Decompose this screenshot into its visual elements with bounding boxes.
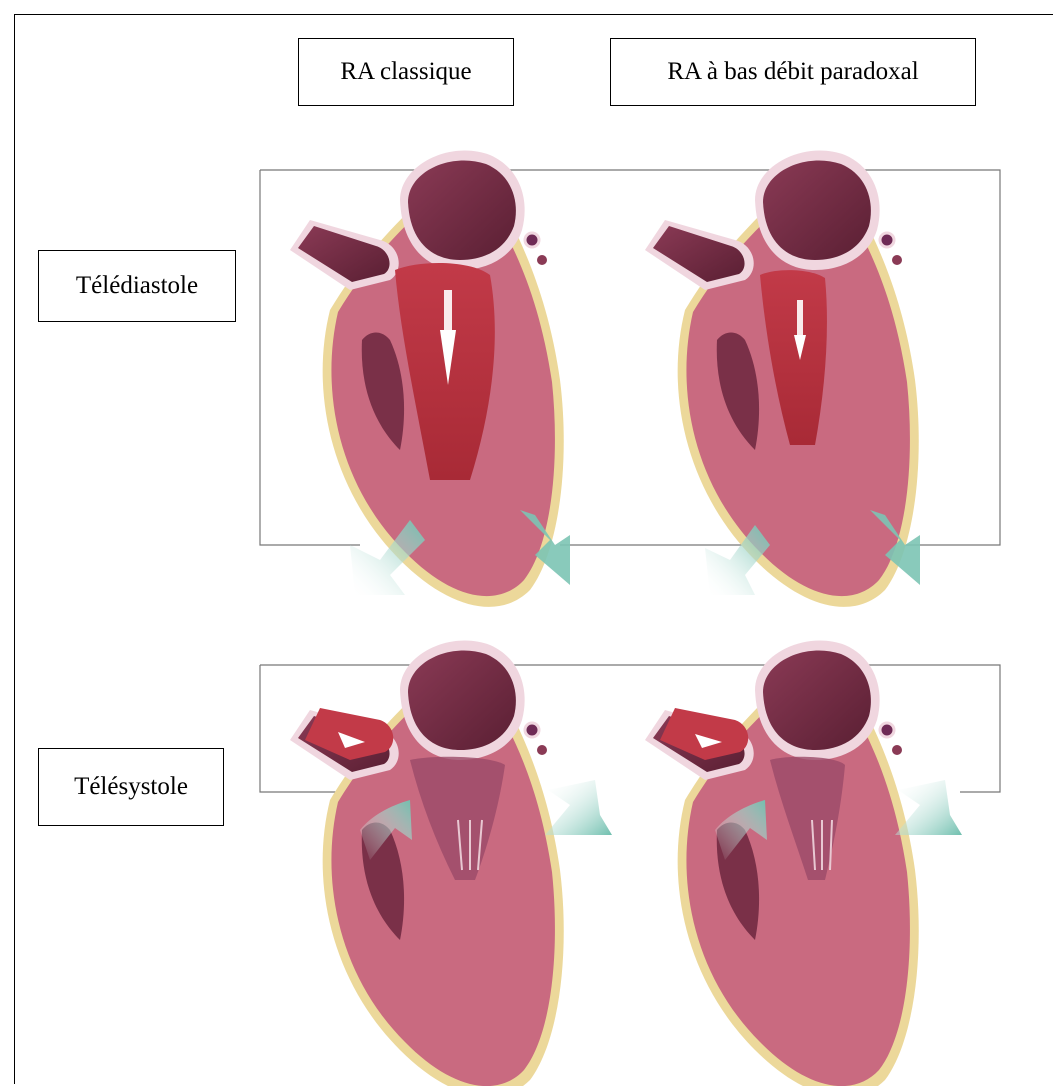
heart-paradoxical-systole — [645, 641, 962, 1086]
contraction-arrow-icon — [895, 780, 962, 835]
contraction-arrow-icon — [545, 780, 612, 835]
heart-paradoxical-diastole — [645, 151, 920, 607]
heart-classic-diastole — [290, 151, 570, 607]
heart-classic-systole — [290, 641, 612, 1086]
